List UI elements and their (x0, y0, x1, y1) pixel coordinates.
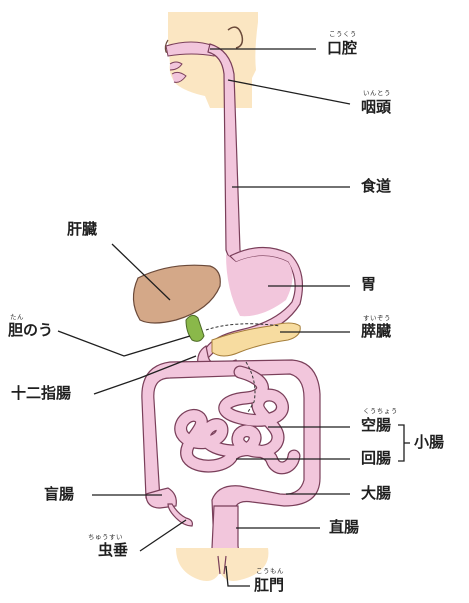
small-intestine-label: 小腸 (414, 435, 444, 450)
mouth-ruby: こうくう (329, 31, 357, 38)
gallbladder-shape (186, 315, 204, 341)
leader-gallbladder (58, 331, 190, 356)
gallbladder-label: 胆のう (8, 323, 53, 338)
esophagus-label: 食道 (361, 179, 391, 194)
appendix-label: 虫垂 (98, 543, 128, 558)
cecum-label: 盲腸 (44, 487, 74, 502)
leader-appendix (140, 520, 186, 551)
head-silhouette (165, 12, 258, 108)
duodenum-label: 十二指腸 (11, 386, 71, 401)
small-intestine-coils (181, 372, 294, 468)
bracket-small-intestine (398, 425, 404, 461)
pharynx-ruby: いんとう (363, 90, 391, 97)
appendix-ruby: ちゅうすい (88, 534, 123, 541)
pancreas-label: 膵臓 (361, 324, 391, 339)
liver-shape (133, 265, 220, 323)
anus-ruby: こうもん (256, 568, 284, 575)
liver-label: 肝臓 (67, 222, 97, 237)
rectum-label: 直腸 (329, 520, 359, 535)
large-intestine-label: 大腸 (361, 486, 391, 501)
ileum-label: 回腸 (361, 451, 391, 466)
pancreas-shape (212, 323, 300, 356)
jejunum-label: 空腸 (361, 418, 391, 433)
pancreas-ruby: すいぞう (363, 315, 391, 322)
gallbladder-ruby: たん (10, 314, 24, 321)
anus-label: 肛門 (254, 578, 284, 593)
appendix-shape (168, 504, 192, 526)
jejunum-ruby: くうちょう (363, 408, 398, 415)
stomach-label: 胃 (361, 277, 376, 292)
mouth-label: 口腔 (327, 41, 357, 56)
pharynx-label: 咽頭 (361, 100, 391, 115)
